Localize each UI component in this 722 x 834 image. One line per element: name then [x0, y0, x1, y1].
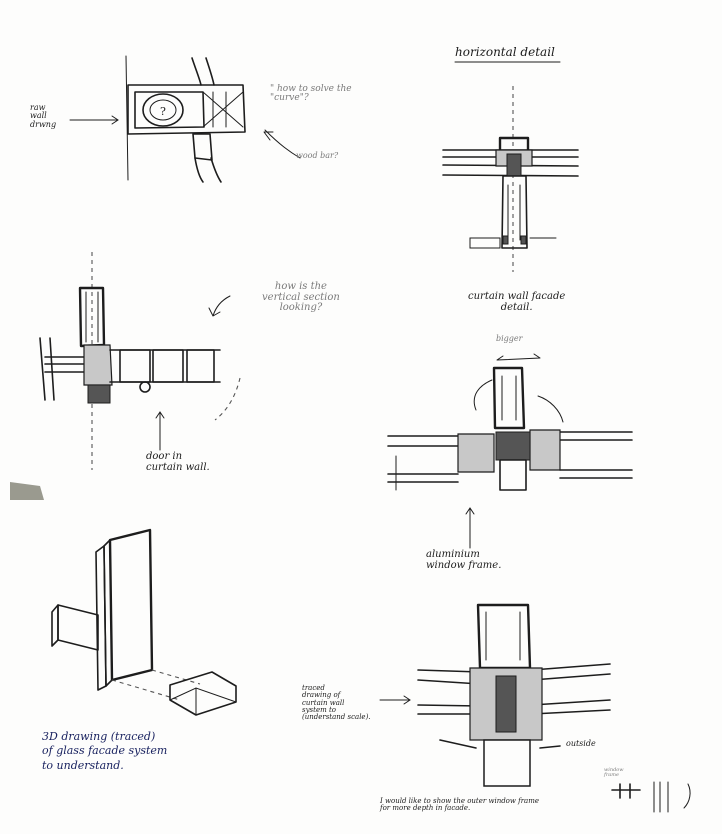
- curtain-wall-facade-detail-label: curtain wall facade detail.: [468, 291, 566, 313]
- outside-label: outside: [566, 739, 596, 748]
- scrap-mark: [10, 482, 44, 500]
- door-curtain-wall-sketch: [39, 252, 241, 470]
- wood-bar-note: wood bar?: [296, 151, 339, 160]
- raw-drawing-note: raw wall drwng: [30, 103, 57, 129]
- traced-drawing-note: traced drawing of curtain wall system to…: [302, 684, 371, 722]
- bigger-note: bigger: [496, 334, 523, 343]
- traced-curtain-wall-sketch: [379, 603, 691, 813]
- svg-text:?: ?: [160, 105, 166, 118]
- curtain-wall-facade-detail-sketch: [387, 353, 633, 549]
- small-frame-labels: window frame: [604, 767, 624, 779]
- horizontal-detail-title: horizontal detail: [455, 45, 555, 59]
- 3d-glass-facade-sketch: [51, 528, 237, 716]
- door-in-curtain-wall-label: door in curtain wall.: [146, 451, 210, 473]
- horizontal-detail-sketch: [442, 61, 579, 272]
- how-to-solve-curve-note: " how to solve the "curve"?: [270, 84, 352, 104]
- outer-window-frame-note: I would like to show the outer window fr…: [380, 797, 540, 813]
- vertical-section-note: how is the vertical section looking?: [262, 281, 340, 313]
- aluminium-window-frame-label: aluminium window frame.: [426, 549, 502, 571]
- 3d-drawing-caption: 3D drawing (traced) of glass facade syst…: [42, 730, 168, 772]
- raw-wall-sketch: ?: [69, 55, 301, 183]
